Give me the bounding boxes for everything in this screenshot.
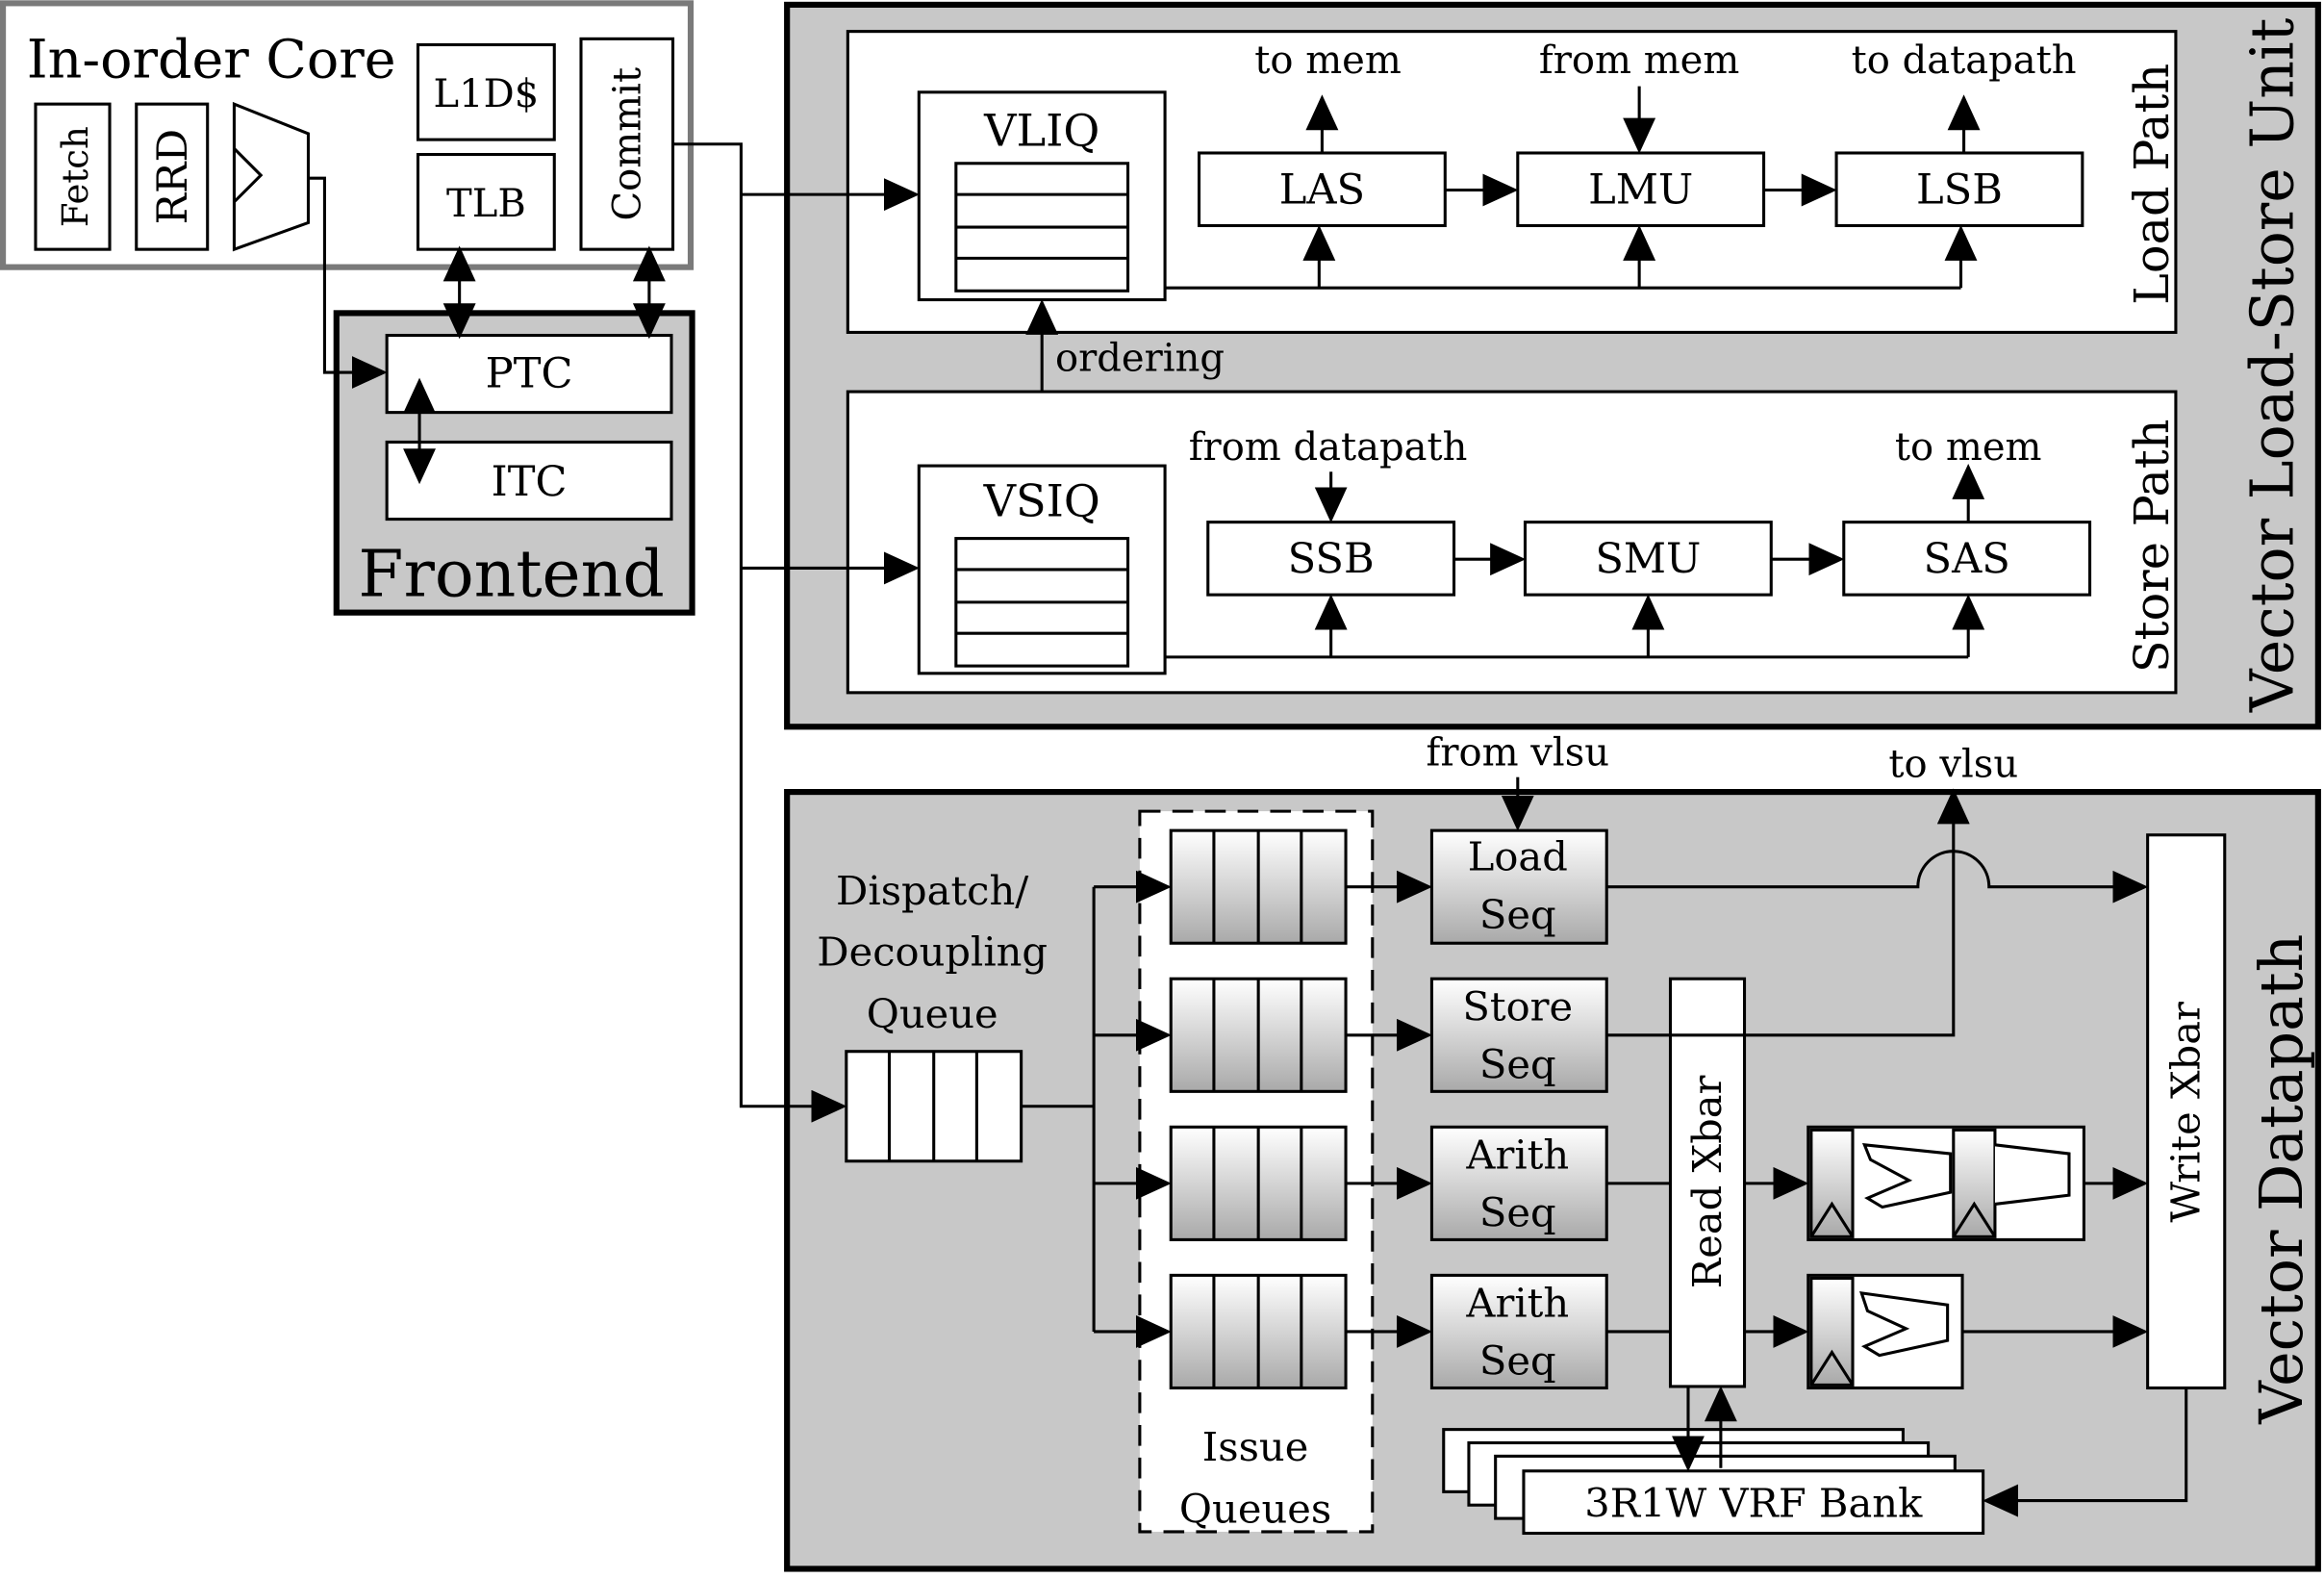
ssb-label: SSB [1288, 535, 1375, 583]
lmu-label: LMU [1588, 165, 1693, 214]
commit-stage: Commit [579, 37, 675, 251]
sas-block: SAS [1842, 521, 2092, 597]
vector-datapath: Vector Datapath from vlsu to vlsu Dispat… [784, 730, 2321, 1572]
fetch-stage: Fetch [34, 102, 112, 251]
load-to-mem-label: to mem [1254, 38, 1402, 83]
store-seq-line1: Store [1462, 982, 1573, 1030]
datapath-arrows [1021, 776, 2188, 1517]
write-xbar-label: Write Xbar [2162, 1002, 2210, 1223]
dispatch-label-line2: Decoupling [817, 928, 1048, 975]
l1d-cache: L1D$ [416, 42, 556, 141]
lsb-block: LSB [1834, 151, 2084, 228]
load-from-mem-label: from mem [1539, 38, 1739, 83]
in-order-core: In-order Core Fetch RRD L1D$ TLB Commit [0, 0, 695, 270]
vliq-label: VLIQ [983, 104, 1099, 156]
las-label: LAS [1279, 165, 1365, 214]
store-from-datapath-label: from datapath [1189, 425, 1468, 470]
load-to-datapath-label: to datapath [1852, 38, 2077, 83]
arith-pipeline-short [1806, 1273, 1964, 1390]
frontend-title: Frontend [358, 536, 664, 612]
arith-pipeline-long [1806, 1125, 2085, 1241]
issue-queue-2 [1169, 977, 1348, 1093]
ssb-block: SSB [1206, 521, 1456, 597]
load-sequencer: Load Seq [1429, 828, 1608, 945]
issue-queues-label-line2: Queues [1179, 1486, 1331, 1533]
arith-seq-b-line1: Arith [1465, 1280, 1569, 1327]
las-block: LAS [1197, 151, 1447, 228]
store-path: Store Path VSIQ SSB SMU SAS fro [846, 390, 2180, 695]
issue-mux-shape [232, 101, 311, 252]
tlb-label: TLB [446, 182, 526, 226]
read-xbar-label: Read Xbar [1683, 1075, 1730, 1288]
read-xbar: Read Xbar [1668, 977, 1747, 1388]
sas-label: SAS [1924, 535, 2010, 583]
arith-sequencer-1: Arith Seq [1429, 1125, 1608, 1241]
ptc-block: PTC [385, 333, 673, 415]
smu-block: SMU [1523, 521, 1773, 597]
ptc-label: PTC [486, 349, 573, 397]
issue-queue-1 [1169, 828, 1348, 945]
itc-block: ITC [385, 440, 673, 522]
store-path-arrows [1165, 463, 1985, 659]
vrf-banks: 3R1W VRF Bank [1442, 1428, 1985, 1536]
issue-queue-3 [1169, 1125, 1348, 1241]
issue-queues-label-line1: Issue [1202, 1423, 1309, 1470]
arith-seq-b-line2: Seq [1479, 1337, 1556, 1385]
arith-sequencer-2: Arith Seq [1429, 1273, 1608, 1390]
ordering-label: ordering [1055, 336, 1225, 380]
lmu-block: LMU [1516, 151, 1766, 228]
arith-seq-a-line2: Seq [1479, 1189, 1556, 1236]
load-path-title: Load Path [2124, 64, 2180, 305]
commit-label: Commit [606, 67, 650, 221]
store-to-mem-label: to mem [1895, 425, 2042, 470]
write-xbar: Write Xbar [2146, 833, 2227, 1390]
to-vlsu-label: to vlsu [1888, 743, 2018, 787]
vliq-queue: VLIQ [917, 90, 1167, 302]
vector-load-store-unit: Vector Load-Store Unit Load Path VLIQ LA… [784, 1, 2321, 730]
smu-label: SMU [1595, 535, 1701, 583]
load-seq-line1: Load [1468, 833, 1568, 880]
load-path-arrows [1165, 86, 1981, 290]
vsiq-label: VSIQ [983, 474, 1100, 526]
dispatch-queue: Dispatch/ Decoupling Queue [817, 867, 1048, 1163]
arith-seq-a-line1: Arith [1465, 1131, 1569, 1178]
core-title: In-order Core [27, 29, 396, 90]
dispatch-label-line3: Queue [867, 990, 998, 1037]
store-sequencer: Store Seq [1429, 977, 1608, 1093]
datapath-title: Vector Datapath [2247, 934, 2316, 1425]
tlb-block: TLB [416, 152, 556, 251]
vrf-bank-label: 3R1W VRF Bank [1584, 1480, 1923, 1527]
store-seq-line2: Seq [1479, 1040, 1556, 1087]
lsb-label: LSB [1916, 165, 2003, 214]
store-path-title: Store Path [2124, 420, 2180, 674]
itc-label: ITC [492, 458, 568, 506]
rrd-label: RRD [149, 129, 197, 225]
fetch-label: Fetch [55, 126, 96, 227]
rrd-stage: RRD [135, 102, 210, 251]
from-vlsu-label: from vlsu [1427, 730, 1610, 775]
dispatch-label-line1: Dispatch/ [836, 867, 1029, 914]
vlsu-title: Vector Load-Store Unit [2238, 17, 2308, 713]
l1d-label: L1D$ [434, 72, 540, 116]
issue-queue-4 [1169, 1273, 1348, 1390]
frontend: PTC ITC Frontend [333, 310, 695, 616]
vsiq-queue: VSIQ [917, 464, 1167, 675]
load-path: Load Path VLIQ LAS LMU LSB to m [846, 30, 2180, 334]
inter-block-arrows [308, 142, 920, 1123]
load-seq-line2: Seq [1479, 891, 1556, 938]
